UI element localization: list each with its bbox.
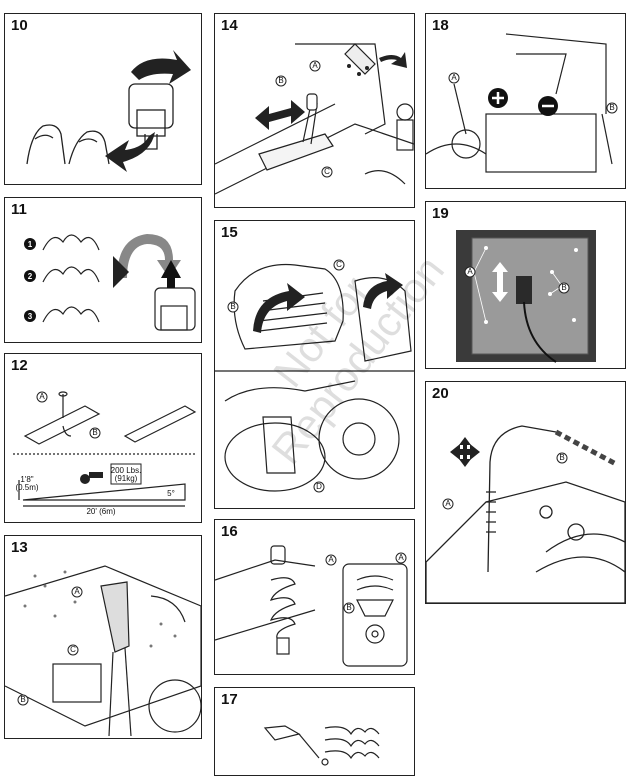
tilt-arrow-left: [253, 283, 305, 333]
callout-b: B: [609, 103, 614, 112]
panel-15: 15 B C D: [214, 220, 415, 509]
vertical-arrow-icon: [459, 437, 471, 467]
step-number: 20: [432, 385, 449, 402]
panel-20: 20 A B: [425, 381, 626, 604]
callout-a: A: [74, 587, 80, 596]
callout-b: B: [92, 428, 97, 437]
step-1-label: 1: [28, 240, 33, 249]
step-number: 12: [11, 357, 28, 374]
battery-illustration: A B: [426, 33, 618, 173]
hand-controls-illustration: [26, 50, 191, 172]
tilt-arrow-right: [363, 273, 403, 309]
panel-12: 12 A B 200 Lbs. (91kg) 1'8" (0.5m) 20' (…: [4, 353, 202, 523]
angle-label: 5°: [167, 489, 175, 498]
callout-a: A: [39, 392, 45, 401]
panel-14: 14 A B C: [214, 13, 415, 208]
seat-tilt-illustration: B C D: [215, 259, 414, 493]
callout-a: A: [467, 267, 473, 276]
panel-13: 13 A B C: [4, 535, 202, 739]
callout-b: B: [559, 453, 564, 462]
handle-adjust-illustration: A B: [426, 425, 625, 603]
callout-b: B: [278, 76, 283, 85]
callout-a-detail: A: [398, 553, 404, 562]
step-number: 17: [221, 691, 238, 708]
brake-pedal-illustration: A B C: [5, 565, 201, 737]
plate-photo: A B: [456, 230, 596, 363]
positive-terminal-icon: [488, 88, 508, 108]
callout-a: A: [451, 73, 457, 82]
arrow-up-icon: [161, 260, 181, 288]
step-2-label: 2: [28, 272, 33, 281]
negative-terminal-icon: [538, 96, 558, 116]
hand-sequence-illustration: 1 2 3: [24, 234, 196, 331]
shock-absorber-illustration: A A B: [215, 545, 408, 667]
callout-b: B: [230, 302, 235, 311]
rotation-arrow-grey: [117, 234, 181, 278]
callout-a: A: [328, 555, 334, 564]
callout-d: D: [316, 482, 322, 491]
callout-c: C: [324, 167, 330, 176]
height-metric-label: (0.5m): [15, 483, 38, 492]
panel-18: 18 A B: [425, 13, 626, 189]
step-3-label: 3: [28, 312, 33, 321]
curved-arrow-icon: [379, 52, 407, 68]
lever-illustration: A B C: [215, 43, 414, 195]
pin-and-slope-illustration: A B 200 Lbs. (91kg) 1'8" (0.5m) 20' (6m)…: [13, 391, 197, 516]
step-number: 18: [432, 17, 449, 34]
weight-metric-label: (91kg): [115, 474, 138, 483]
weight-label: 200 Lbs.: [111, 466, 142, 475]
panel-17: 17: [214, 687, 415, 776]
up-down-arrow-icon: [492, 262, 508, 302]
double-arrow-icon: [255, 100, 305, 130]
callout-a: A: [312, 61, 318, 70]
step-number: 14: [221, 17, 238, 34]
panel-11: 11 1 2 3: [4, 197, 202, 343]
callout-b: B: [346, 603, 351, 612]
step-number: 15: [221, 224, 238, 241]
callout-b: B: [561, 283, 566, 292]
step-number: 10: [11, 17, 28, 34]
step-number: 19: [432, 205, 449, 222]
step-number: 13: [11, 539, 28, 556]
rotate-arrow-down: [105, 132, 155, 172]
panel-10: 10: [4, 13, 202, 185]
step-number: 16: [221, 523, 238, 540]
height-label: 1'8": [20, 475, 33, 484]
callout-c: C: [70, 645, 76, 654]
panel-19: 19 A B: [425, 201, 626, 369]
tire-inflation-illustration: [263, 725, 380, 766]
step-number: 11: [11, 201, 27, 218]
callout-a: A: [445, 499, 451, 508]
panel-16: 16 A A B: [214, 519, 415, 675]
callout-b: B: [20, 695, 25, 704]
callout-c: C: [336, 260, 342, 269]
rotate-arrow-up: [131, 50, 191, 84]
arrow-left-icon: [113, 256, 129, 288]
length-label: 20' (6m): [86, 507, 115, 516]
